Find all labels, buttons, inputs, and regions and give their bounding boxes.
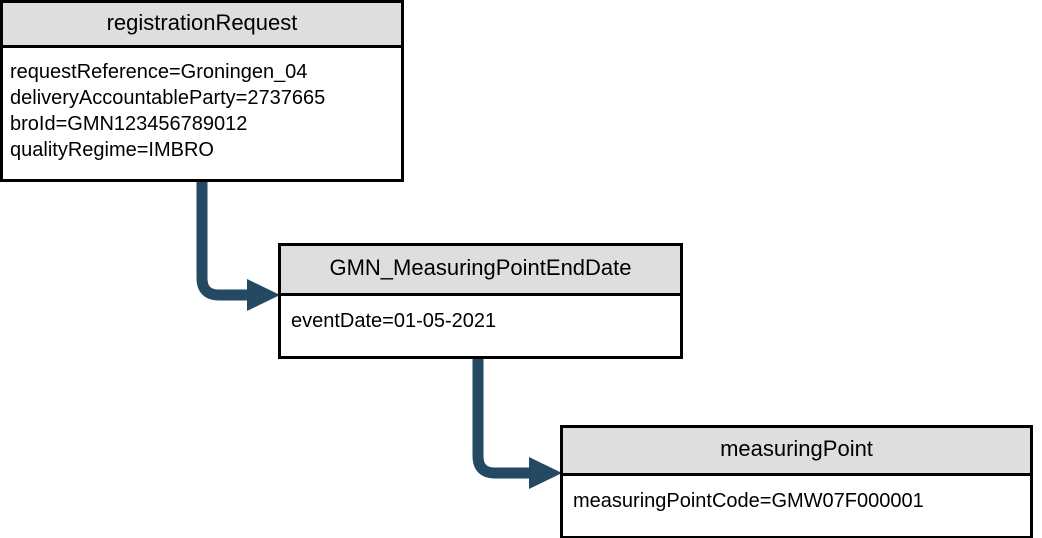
uml-box-title: GMN_MeasuringPointEndDate: [281, 246, 680, 296]
attribute-bro-id: broId=GMN123456789012: [10, 113, 248, 135]
attribute-request-reference: requestReference=Groningen_04: [10, 61, 308, 83]
attribute-quality-regime: qualityRegime=IMBRO: [10, 139, 214, 161]
connector-registration-request-to-end-date: [196, 181, 280, 311]
uml-box-attributes: measuringPointCode=GMW07F000001: [563, 476, 1030, 514]
uml-box-measuring-point[interactable]: measuringPoint measuringPointCode=GMW07F…: [560, 425, 1033, 538]
uml-box-title: measuringPoint: [563, 428, 1030, 476]
connector-line: [196, 181, 247, 301]
arrowhead-icon: [247, 279, 280, 311]
uml-box-attributes: eventDate=01-05-2021: [281, 296, 680, 334]
connector-end-date-to-measuring-point: [472, 358, 562, 489]
connector-line: [472, 358, 529, 479]
arrowhead-icon: [529, 457, 562, 489]
attribute-measuring-point-code: measuringPointCode=GMW07F000001: [573, 490, 924, 512]
uml-box-title: registrationRequest: [3, 3, 401, 48]
uml-box-attributes: requestReference=Groningen_04 deliveryAc…: [3, 48, 401, 163]
uml-box-registration-request[interactable]: registrationRequest requestReference=Gro…: [0, 0, 404, 182]
attribute-event-date: eventDate=01-05-2021: [291, 310, 497, 332]
uml-box-gmn-measuring-point-end-date[interactable]: GMN_MeasuringPointEndDate eventDate=01-0…: [278, 243, 683, 359]
attribute-delivery-accountable-party: deliveryAccountableParty=2737665: [10, 87, 326, 109]
